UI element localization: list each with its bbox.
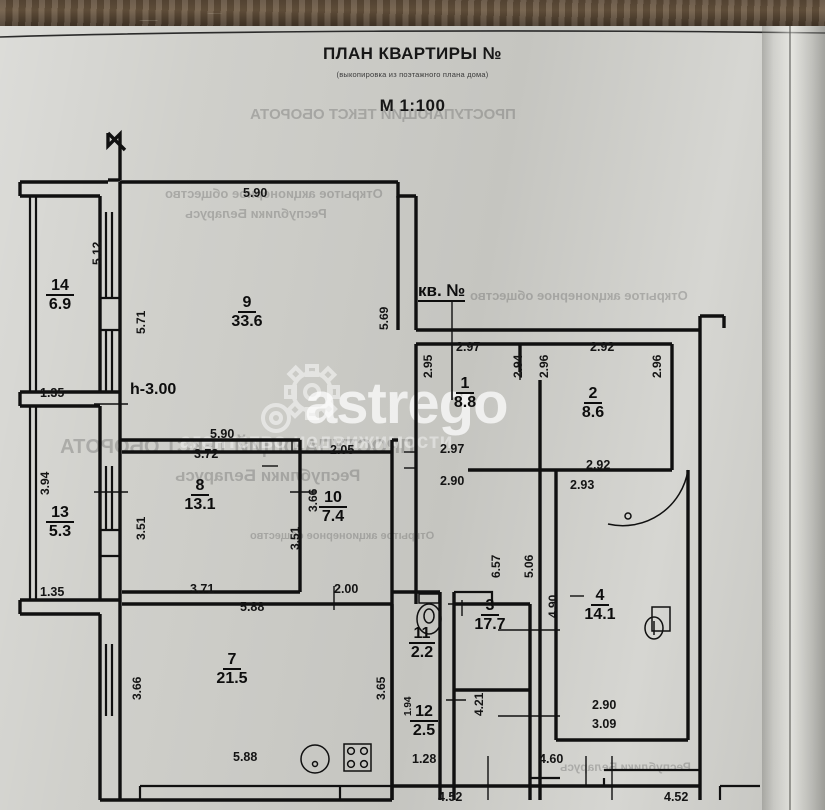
scale-label: М 1:100 [379,96,446,115]
paper-fold-shadow [762,26,825,810]
dim-4-21: 4.21 [472,692,486,716]
dim-3-72: 3.72 [194,447,219,461]
dim-1-35-lower: 1.35 [40,585,65,599]
toilet-icon [416,593,442,635]
dim-5-71: 5.71 [134,310,148,334]
dim-5-90-mid: 5.90 [210,427,235,441]
dim-5-88-upper: 5.88 [240,600,265,614]
bathtub-icon [607,469,689,527]
dim-2-94: 2.94 [511,354,525,378]
dim-5-90-top: 5.90 [243,186,268,200]
sink-icon [644,606,671,640]
dim-2-96-right: 2.96 [650,354,664,378]
page-title: ПЛАН КВАРТИРЫ № [323,44,502,63]
dim-1-28: 1.28 [412,752,437,766]
dim-2-97-top: 2.97 [456,340,481,354]
dim-3-51-left: 3.51 [134,516,148,540]
dim-2-92-mid: 2.92 [586,458,611,472]
dim-4-52-left: 4.52 [438,790,463,804]
ceiling-height-label: h-3.00 [130,381,177,398]
dim-2-92-top: 2.92 [590,340,615,354]
dim-3-09: 3.09 [592,717,617,731]
dim-5-12: 5.12 [90,241,104,265]
dim-2-90-left: 2.90 [440,474,465,488]
dim-1-94: 1.94 [403,696,414,716]
dim-2-97-mid: 2.97 [440,442,465,456]
dim-2-95: 2.95 [421,354,435,378]
paper-top-edge [0,30,825,38]
kitchen-sink-icon [300,744,330,774]
dim-5-06: 5.06 [522,554,536,578]
dim-5-69: 5.69 [377,306,391,330]
dim-4-52-right: 4.52 [664,790,689,804]
dim-5-88-lower: 5.88 [233,750,258,764]
apartment-number-label: кв. № [418,281,466,302]
dim-3-51-right: 3.51 [288,526,302,550]
stove-icon [343,743,372,772]
page-subtitle: (выкопировка из поэтажного плана дома) [336,70,489,79]
adjacent-sheet-edge [789,26,791,810]
dim-6-57: 6.57 [489,554,503,578]
dim-3-65: 3.65 [374,676,388,700]
dim-2-90-bottom: 2.90 [592,698,617,712]
dim-2-93: 2.93 [570,478,595,492]
dim-2-05: 2.05 [330,443,355,457]
dim-3-66-room7: 3.66 [130,676,144,700]
dim-3-66-room10: 3.66 [306,488,320,512]
dim-1-35-upper: 1.35 [40,386,65,400]
dim-3-71: 3.71 [190,582,215,596]
dim-2-00: 2.00 [334,582,359,596]
dim-4-60: 4.60 [539,752,564,766]
dim-2-96-left: 2.96 [537,354,551,378]
dim-3-94: 3.94 [38,471,52,495]
dim-4-90: 4.90 [546,594,560,618]
